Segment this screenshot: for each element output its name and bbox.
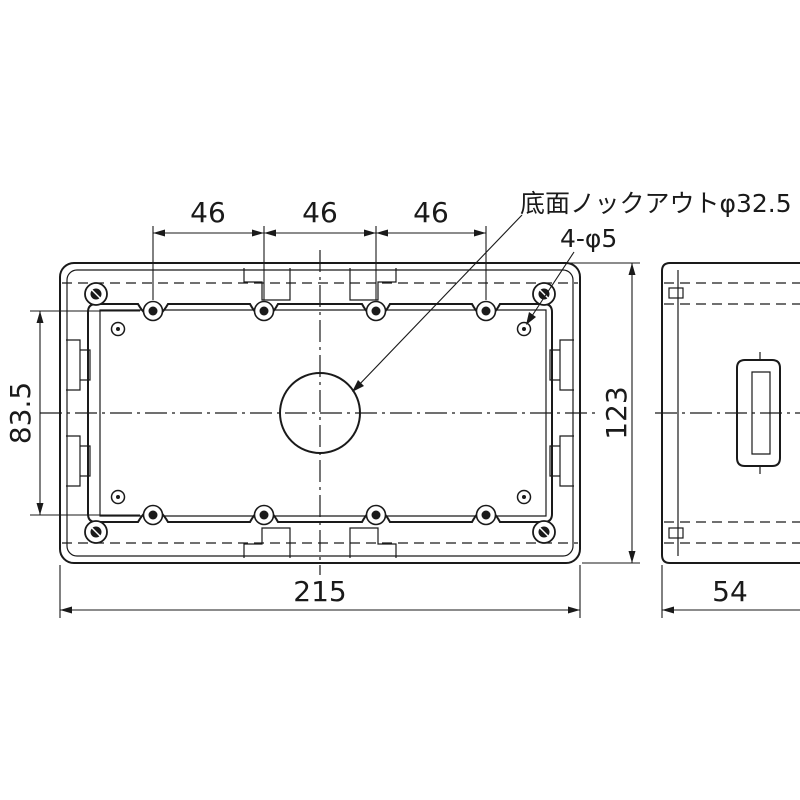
dimensions-side: 54 [661,565,800,618]
phi5-hole [110,489,126,505]
inner-cavity-edge [99,309,547,517]
phi5-hole [516,489,532,505]
bottom-tab-left [243,527,291,558]
corner-screw-bl [84,520,108,544]
mount-screw [253,300,275,322]
bottom-tab-right [349,527,397,558]
corner-screw-br [532,520,556,544]
mount-screw [365,300,387,322]
right-clip-upper [549,339,574,391]
dim-inner-height: 83.5 [4,382,37,444]
front-view [40,250,600,575]
dim-outer-width: 215 [293,575,346,608]
mount-screw [365,504,387,526]
dimensions-front: 46 46 46 83.5 123 215 底面ノックアウトφ32.5 4-φ5 [4,189,792,618]
bottom-knockout [279,372,361,454]
mount-screw [475,300,497,322]
left-clip-lower [66,435,91,487]
side-view [655,262,800,564]
phi5-hole [516,321,532,337]
dim-top-pitch-1: 46 [190,196,226,229]
dim-depth: 54 [712,575,748,608]
mount-screw [142,300,164,322]
side-clip [736,359,781,467]
top-tab-right [349,268,397,301]
dim-top-pitch-2: 46 [302,196,338,229]
dim-top-pitch-3: 46 [413,196,449,229]
top-tab-left [243,268,291,301]
knockout-callout: 底面ノックアウトφ32.5 [520,189,792,218]
right-clip-lower [549,435,574,487]
mount-screw [475,504,497,526]
left-clip-upper [66,339,91,391]
holes-callout: 4-φ5 [560,224,617,253]
mount-screw [142,504,164,526]
dim-outer-height: 123 [600,386,633,439]
mount-screw [253,504,275,526]
corner-screw-tl [84,282,108,306]
phi5-hole [110,321,126,337]
